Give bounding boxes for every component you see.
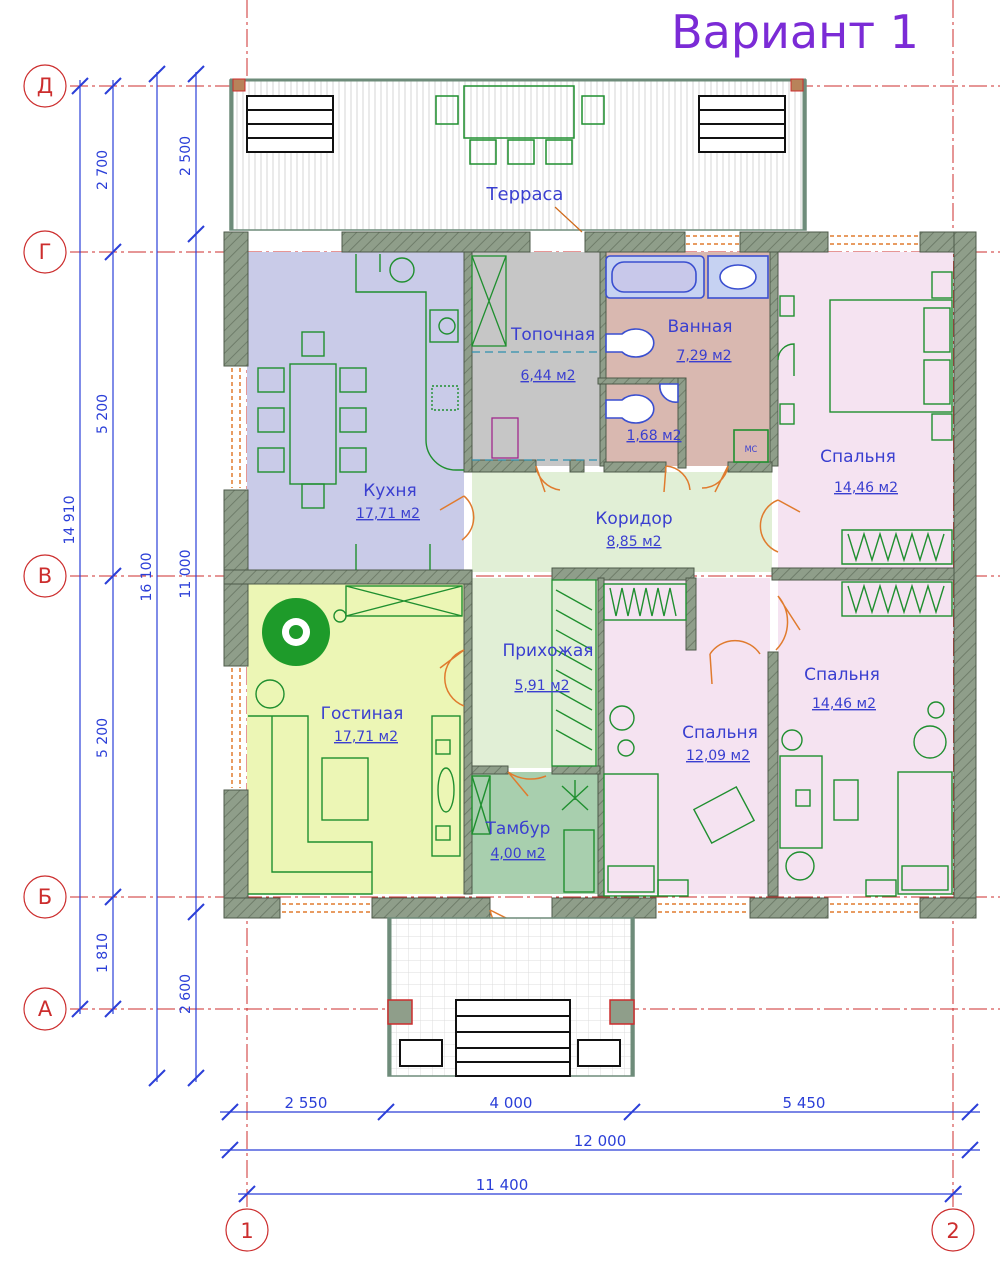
bathroom-fixtures (605, 255, 769, 463)
terrace-steps-left (246, 95, 334, 153)
axis-label-b: Б (38, 885, 52, 909)
dim-b-a: 1 810 (95, 933, 111, 973)
tambur-furniture (471, 775, 595, 893)
room-fills (247, 252, 953, 894)
boiler-equipment (471, 255, 598, 461)
room-area-bedroom-right: 14,46 м2 (812, 696, 876, 712)
room-name-tambur: Тамбур (485, 819, 551, 839)
porch (387, 917, 635, 1077)
plant-icon (262, 598, 330, 666)
dim-outer-height: 14 910 (62, 496, 78, 545)
dim-terrace-depth: 2 500 (178, 136, 194, 176)
ms-label: МС (745, 445, 758, 455)
bedroom-right-furniture (779, 581, 953, 897)
room-area-bedroom-mid: 12,09 м2 (686, 748, 750, 764)
bedroom-mid-furniture (603, 583, 756, 897)
plan-title: Вариант 1 (671, 5, 919, 59)
axis-label-1: 1 (240, 1219, 253, 1243)
room-name-corridor: Коридор (595, 509, 672, 529)
corridor-floor (472, 472, 772, 572)
dim-seg-3: 5 450 (783, 1094, 826, 1112)
room-name-terrace: Терраса (486, 184, 564, 205)
dim-inner-height: 11 000 (178, 550, 194, 599)
axis-label-g: Г (39, 240, 52, 264)
dim-total-outer: 12 000 (574, 1132, 627, 1150)
room-area-tambur: 4,00 м2 (490, 846, 545, 862)
room-area-boiler: 6,44 м2 (520, 368, 575, 384)
dim-porch-depth: 2 600 (178, 974, 194, 1014)
room-area-kitchen: 17,71 м2 (356, 506, 420, 522)
dim-seg-1: 2 550 (285, 1094, 328, 1112)
terrace: Терраса (229, 78, 807, 233)
hall-wardrobe (551, 579, 597, 767)
porch-steps (399, 999, 621, 1077)
room-name-bathroom: Ванная (668, 317, 733, 337)
dim-g-v: 5 200 (95, 394, 111, 434)
room-name-bedroom-right: Спальня (804, 665, 880, 685)
left-dimension-lines (71, 65, 205, 1087)
dim-d-g: 2 700 (95, 150, 111, 190)
axis-label-v: В (38, 564, 52, 588)
room-name-bedroom-top: Спальня (820, 447, 896, 467)
axis-label-d: Д (37, 74, 53, 98)
axis-markers (23, 64, 975, 1252)
tambur-floor (472, 772, 598, 894)
dim-v-b: 5 200 (95, 718, 111, 758)
walls (223, 231, 977, 919)
room-area-bathroom: 7,29 м2 (676, 348, 731, 364)
room-name-hall: Прихожая (502, 641, 593, 661)
kitchen-floor (247, 252, 464, 572)
room-area-corridor: 8,85 м2 (606, 534, 661, 550)
room-name-boiler: Топочная (510, 325, 595, 345)
bedroom-top-floor (778, 252, 953, 568)
windows (231, 235, 918, 913)
living-furniture (248, 585, 463, 895)
room-name-bedroom-mid: Спальня (682, 723, 758, 743)
terrace-steps-right (698, 95, 786, 153)
room-name-living: Гостиная (321, 704, 404, 724)
room-area-wc: 1,68 м2 (626, 428, 681, 444)
kitchen-furniture (257, 254, 464, 570)
room-name-kitchen: Кухня (363, 481, 417, 501)
bedroom-top-furniture (777, 271, 953, 565)
room-area-living: 17,71 м2 (334, 729, 398, 745)
bedroom-right-floor (778, 580, 953, 894)
dim-seg-2: 4 000 (490, 1094, 533, 1112)
room-area-bedroom-top: 14,46 м2 (834, 480, 898, 496)
terrace-table (435, 85, 605, 165)
hall-floor (472, 578, 598, 768)
boiler-floor (472, 252, 600, 466)
bottom-dimension-lines (220, 1103, 980, 1203)
axis-label-a: А (38, 997, 53, 1021)
dim-total-axes: 11 400 (476, 1176, 529, 1194)
room-area-hall: 5,91 м2 (514, 678, 569, 694)
dim-overall-height: 16 100 (139, 553, 155, 602)
axis-label-2: 2 (946, 1219, 959, 1243)
